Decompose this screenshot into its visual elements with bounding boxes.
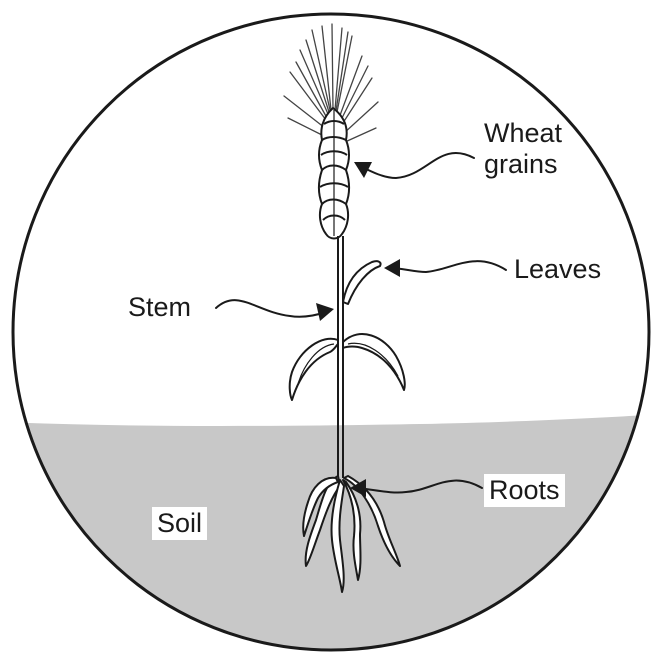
label-soil: Soil bbox=[152, 507, 207, 540]
label-wheat-grains-line1: Wheat bbox=[484, 118, 562, 149]
label-roots: Roots bbox=[484, 474, 565, 507]
arrow-wheat-grains bbox=[360, 153, 474, 178]
label-wheat-grains: Wheat grains bbox=[484, 118, 562, 180]
label-leaves: Leaves bbox=[514, 254, 601, 285]
arrow-leaves bbox=[390, 261, 506, 272]
wheat-ear bbox=[319, 108, 349, 239]
label-stem: Stem bbox=[128, 292, 191, 323]
leaves bbox=[290, 261, 405, 400]
arrow-stem bbox=[216, 300, 326, 317]
label-wheat-grains-line2: grains bbox=[484, 149, 562, 180]
arrowhead-leaves bbox=[384, 259, 400, 277]
arrowhead-stem bbox=[316, 303, 334, 321]
